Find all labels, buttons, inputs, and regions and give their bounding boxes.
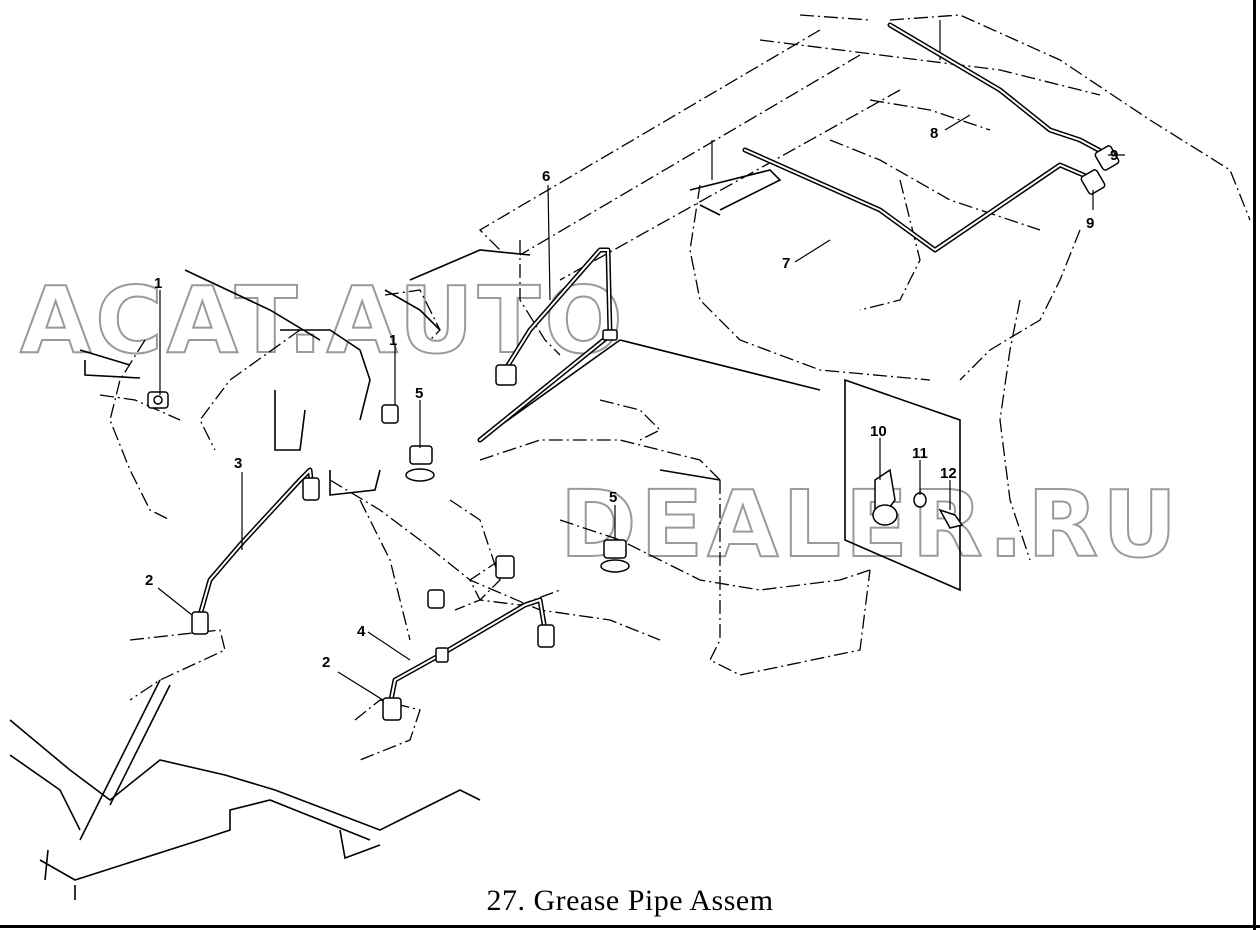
fitting-9-lower-icon	[1080, 169, 1106, 195]
fitting-2-left-icon	[191, 611, 209, 635]
pipe-4	[387, 597, 548, 708]
label-11: 11	[912, 445, 928, 462]
label-12: 12	[940, 465, 957, 482]
fitting-1-right-icon	[381, 404, 399, 424]
frame-border-right	[1253, 0, 1256, 930]
label-5-upper: 5	[415, 385, 423, 402]
pipe-3	[197, 467, 315, 618]
label-6: 6	[542, 168, 550, 185]
label-5-lower: 5	[609, 489, 617, 506]
clip-6-icon	[602, 329, 618, 341]
part-labels: 1 1 2 2 3 4 5 5 6 7 8 9 9 10 11 12	[145, 125, 1118, 671]
label-2-right: 2	[322, 654, 330, 671]
fitting-6-end-icon	[495, 364, 517, 386]
label-10: 10	[870, 423, 887, 440]
watermark: ACAT.AUTO DEALER.RU	[19, 266, 1181, 579]
label-1-left: 1	[154, 275, 162, 292]
label-7: 7	[782, 255, 790, 272]
phantom-frame-lines	[99, 14, 1251, 761]
fitting-center-icon	[495, 555, 515, 579]
label-2-left: 2	[145, 572, 153, 589]
watermark-text-1: ACAT.AUTO	[20, 267, 627, 374]
grease-fittings	[147, 145, 1120, 721]
label-3: 3	[234, 455, 242, 472]
frame-outlines	[9, 20, 961, 900]
watermark-text-2: DEALER.RU	[560, 471, 1181, 578]
bolt-12-icon	[938, 508, 964, 529]
fitting-3-end-icon	[302, 477, 320, 501]
label-1-right: 1	[389, 332, 397, 349]
fitting-4-end-icon	[537, 624, 555, 648]
figure-caption: 27. Grease Pipe Assem	[486, 884, 774, 917]
fitting-2-right-icon	[382, 697, 402, 721]
label-9-lower: 9	[1086, 215, 1094, 232]
fitting-1-left-icon	[147, 391, 169, 409]
grease-pipes	[197, 22, 1111, 708]
fitting-5-upper-icon	[405, 445, 435, 482]
fitting-lower-left-icon	[427, 589, 445, 609]
label-8: 8	[930, 125, 938, 142]
frame-border-bottom	[0, 925, 1260, 928]
label-9-upper: 9	[1110, 147, 1118, 164]
washer-11-icon	[913, 492, 927, 508]
pipe-7	[742, 147, 1098, 253]
clip-4-icon	[435, 647, 449, 663]
fitting-9-upper-icon	[1094, 145, 1120, 171]
fitting-5-lower-icon	[600, 539, 630, 573]
leader-lines	[157, 114, 1125, 701]
clamp-10-icon	[872, 468, 898, 526]
label-4: 4	[357, 623, 366, 640]
